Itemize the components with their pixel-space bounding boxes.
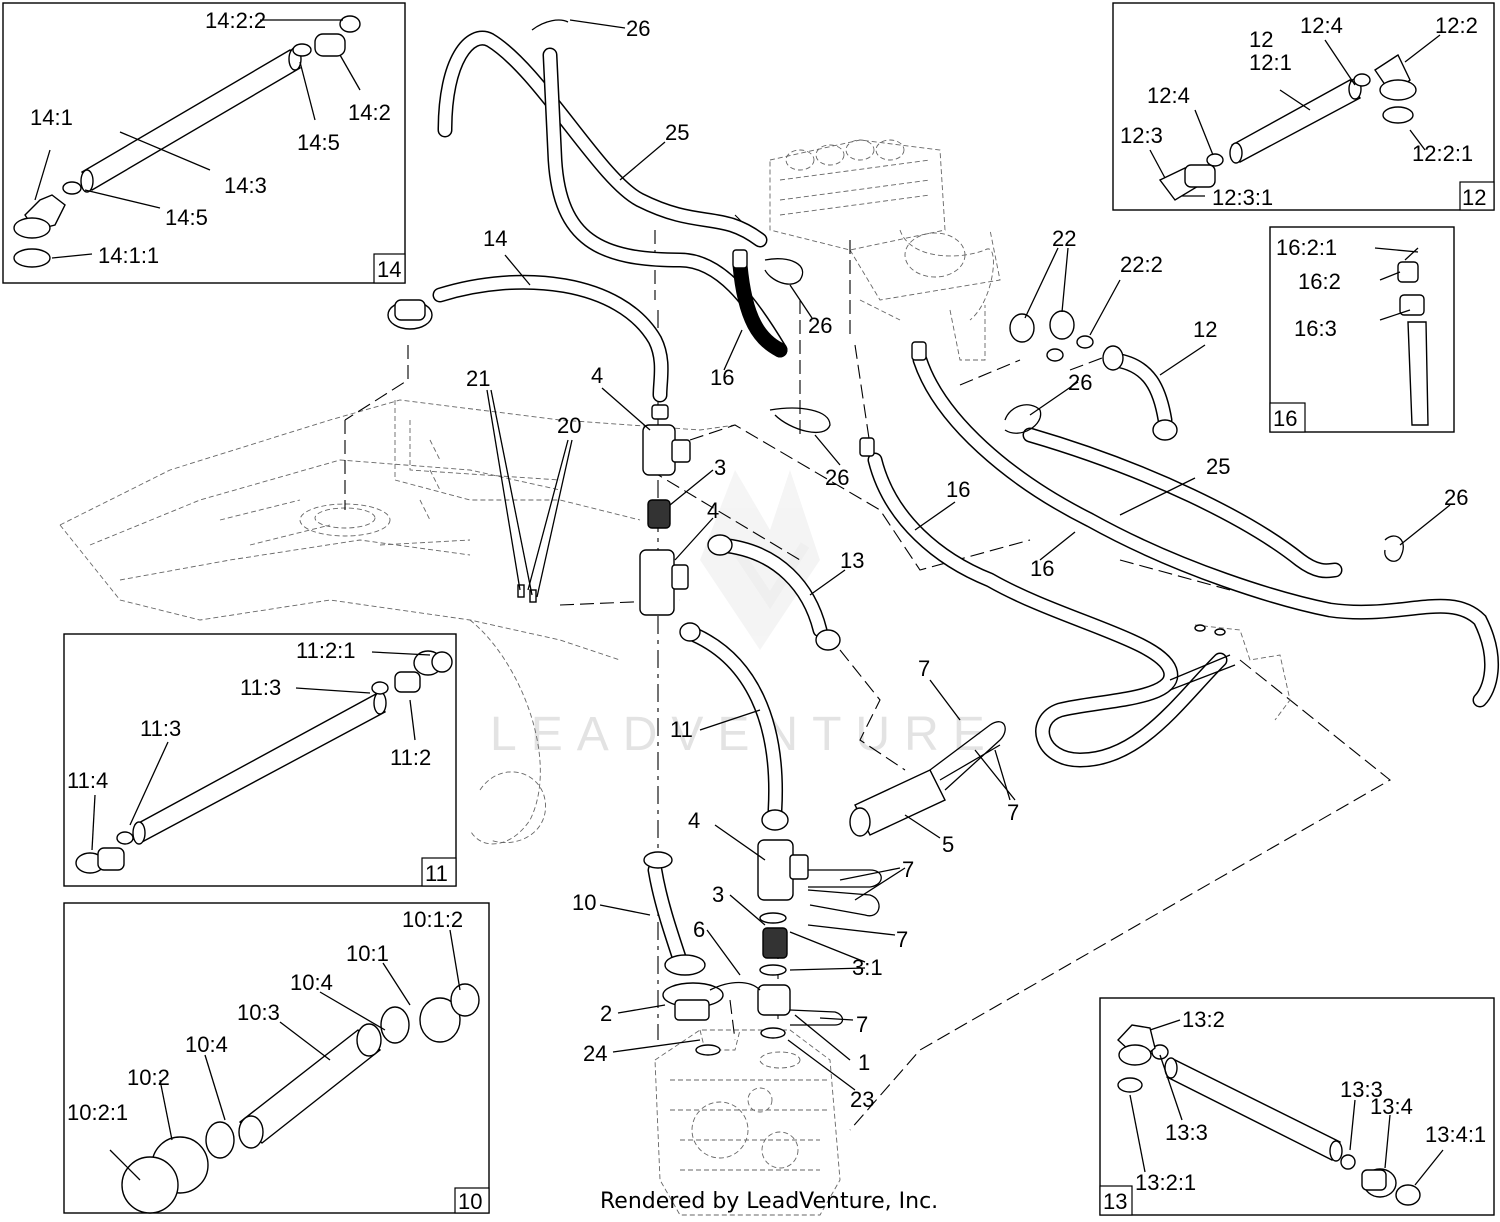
callout-1: 1: [858, 1050, 870, 1075]
callout-10-2: 10:2: [127, 1065, 170, 1090]
callout-21: 21: [466, 366, 490, 391]
callout-14-3: 14:3: [224, 173, 267, 198]
callout-12-3: 12:3: [1120, 123, 1163, 148]
callout-6: 6: [693, 917, 705, 942]
callout-11-3: 11:3: [240, 675, 281, 700]
callout-16: 16: [710, 365, 734, 390]
callout-16: 16: [946, 477, 970, 502]
inset-12: 12 12 12:1 12:4 12:2 12:4 12:3 12:2:1 12…: [1112, 2, 1495, 211]
callout-7: 7: [918, 656, 930, 681]
inset-tag: 11: [425, 861, 448, 886]
callout-16-2: 16:2: [1298, 269, 1341, 294]
inset-10: 10 10:1:2 10:1 10:4 10:3 10:4 10:2 10:2:…: [63, 902, 490, 1214]
callout-12-4: 12:4: [1300, 13, 1343, 38]
callout-26: 26: [626, 16, 650, 41]
inset-16: 16 16:2:1 16:2 16:3: [1269, 226, 1455, 433]
callout-26: 26: [808, 313, 832, 338]
inset-tag: 16: [1273, 406, 1297, 431]
callout-14-1: 14:1: [30, 105, 73, 130]
callout-26: 26: [1068, 370, 1092, 395]
callout-10: 10: [572, 890, 596, 915]
callout-13-3: 13:3: [1340, 1077, 1383, 1102]
main-callouts: 26 25 14 26 16 22 22:2 12 21 4 20 3 26 1…: [466, 16, 1468, 1112]
callout-25: 25: [665, 120, 689, 145]
callout-26: 26: [1444, 485, 1468, 510]
callout-3: 3: [712, 882, 724, 907]
callout-20: 20: [557, 413, 581, 438]
callout-13-4-1: 13:4:1: [1425, 1122, 1486, 1147]
inset-11: 11 11:2:1 11:3 11:3 11:2 11:4: [63, 633, 457, 887]
callout-7: 7: [856, 1012, 868, 1037]
callout-13-3: 13:3: [1165, 1120, 1208, 1145]
callout-7: 7: [1007, 800, 1019, 825]
callout-16-2-1: 16:2:1: [1276, 235, 1337, 260]
inset-tag: 13: [1103, 1189, 1127, 1214]
callout-3-1: 3:1: [852, 955, 883, 980]
callout-25: 25: [1206, 454, 1230, 479]
gearbox-phantom: [654, 1029, 841, 1216]
callout-14-2-2: 14:2:2: [205, 8, 266, 33]
leader-lines: [486, 19, 1451, 1091]
callout-14-5: 14:5: [165, 205, 208, 230]
callout-10-2-1: 10:2:1: [67, 1100, 128, 1125]
callout-12-3-1: 12:3:1: [1212, 185, 1273, 210]
callout-24: 24: [583, 1041, 607, 1066]
callout-7: 7: [902, 857, 914, 882]
callout-4: 4: [688, 808, 700, 833]
callout-10-4: 10:4: [185, 1032, 228, 1057]
callout-22: 22: [1052, 226, 1076, 251]
pump-assembly-phantom: [769, 139, 1001, 361]
callout-12-1: 12:1: [1249, 50, 1292, 75]
callout-7: 7: [896, 927, 908, 952]
callout-16: 16: [1030, 556, 1054, 581]
callout-11: 11: [670, 717, 693, 742]
callout-13-4: 13:4: [1370, 1094, 1413, 1119]
inset-tag: 14: [377, 257, 401, 282]
inset-tag: 12: [1462, 185, 1486, 210]
callout-14-5: 14:5: [297, 130, 340, 155]
callout-26: 26: [825, 465, 849, 490]
callout-11-3: 11:3: [140, 716, 181, 741]
callout-12: 12: [1249, 27, 1273, 52]
callout-10-1-2: 10:1:2: [402, 907, 463, 932]
callout-10-4: 10:4: [290, 970, 333, 995]
callout-11-4: 11:4: [67, 768, 108, 793]
callout-2: 2: [600, 1001, 612, 1026]
callout-14-2: 14:2: [348, 100, 391, 125]
callout-3: 3: [714, 455, 726, 480]
inset-14: 14 14:2:2 14:1 14:2 14:5 14:3 14:5 14:1:…: [2, 2, 406, 284]
hoses: [432, 30, 1500, 968]
callout-14-1-1: 14:1:1: [98, 243, 159, 268]
assembly-lines: [344, 214, 1391, 1131]
callout-11-2-1: 11:2:1: [296, 638, 356, 663]
callout-12-2: 12:2: [1435, 13, 1478, 38]
callout-4: 4: [591, 363, 603, 388]
callout-13: 13: [840, 548, 864, 573]
callout-13-2-1: 13:2:1: [1135, 1170, 1196, 1195]
inset-tag: 10: [458, 1189, 482, 1214]
callout-16-3: 16:3: [1294, 316, 1337, 341]
callout-14: 14: [483, 226, 507, 251]
callout-22-2: 22:2: [1120, 252, 1163, 277]
callout-5: 5: [942, 832, 954, 857]
callout-11-2: 11:2: [390, 745, 431, 770]
machine-frame-phantom: [59, 399, 736, 881]
callout-10-1: 10:1: [346, 941, 389, 966]
watermark-text: LEADVENTURE: [490, 708, 999, 761]
inset-13: 13 13:2 13:3 13:3 13:4 13:4:1 13:2:1: [1099, 997, 1495, 1216]
footer-credit: Rendered by LeadVenture, Inc.: [600, 1189, 938, 1214]
callout-4: 4: [707, 498, 719, 523]
callout-13-2: 13:2: [1182, 1007, 1225, 1032]
callout-12-4: 12:4: [1147, 83, 1190, 108]
callout-12-2-1: 12:2:1: [1412, 141, 1473, 166]
callout-23: 23: [850, 1087, 874, 1112]
callout-10-3: 10:3: [237, 1000, 280, 1025]
valve-bodies: [387, 19, 1404, 1056]
callout-12: 12: [1193, 317, 1217, 342]
